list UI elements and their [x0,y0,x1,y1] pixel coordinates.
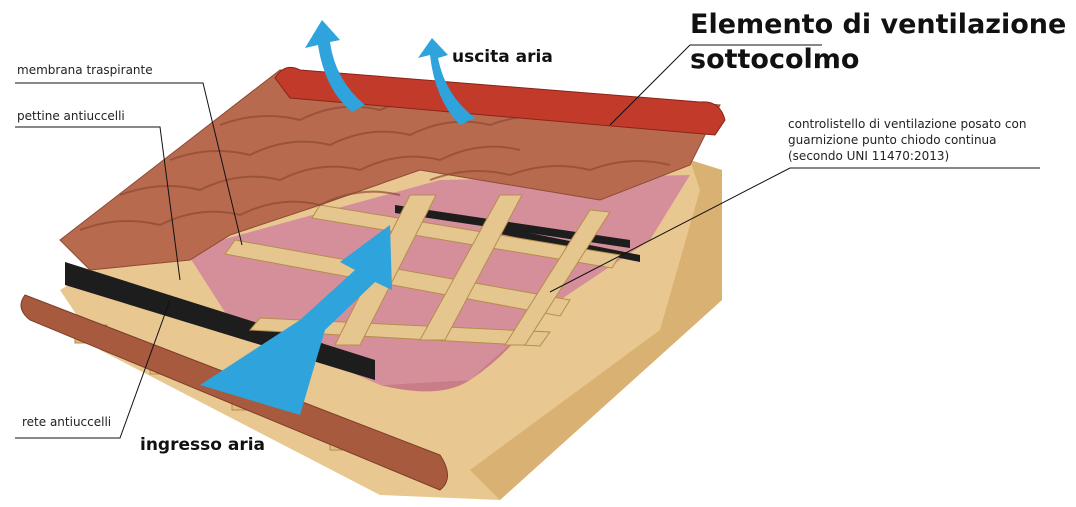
roof-wooden-side [470,160,722,500]
leader-batten [549,167,1040,293]
leader-title [609,44,822,126]
label-air-out: uscita aria [452,47,553,67]
membrane-curl [380,335,520,392]
label-air-in: ingresso aria [140,435,266,455]
black-strip-upper [395,205,630,248]
title-line-1: Elemento di ventilazione [690,9,1067,40]
wood-battens [224,194,621,347]
label-membrane: membrana traspirante [17,63,153,77]
leader-comb [15,126,181,281]
airflow-in-arrow [200,225,392,415]
airflow-out-arrow-left [305,20,365,112]
label-batten-line-1: controlistello di ventilazione posato co… [788,117,1027,131]
leader-lines [15,44,1040,439]
ridge-vent-element [274,66,726,136]
airflow-out-arrow-right [418,38,475,125]
label-batten-line-2: guarnizione punto chiodo continua [788,133,997,147]
label-net: rete antiuccelli [22,415,112,429]
leader-membrane [15,82,243,246]
title-line-2: sottocolmo [690,44,860,75]
leader-net [15,299,171,439]
label-comb: pettine antiuccelli [17,109,125,123]
label-batten-line-3: (secondo UNI 11470:2013) [788,149,950,163]
